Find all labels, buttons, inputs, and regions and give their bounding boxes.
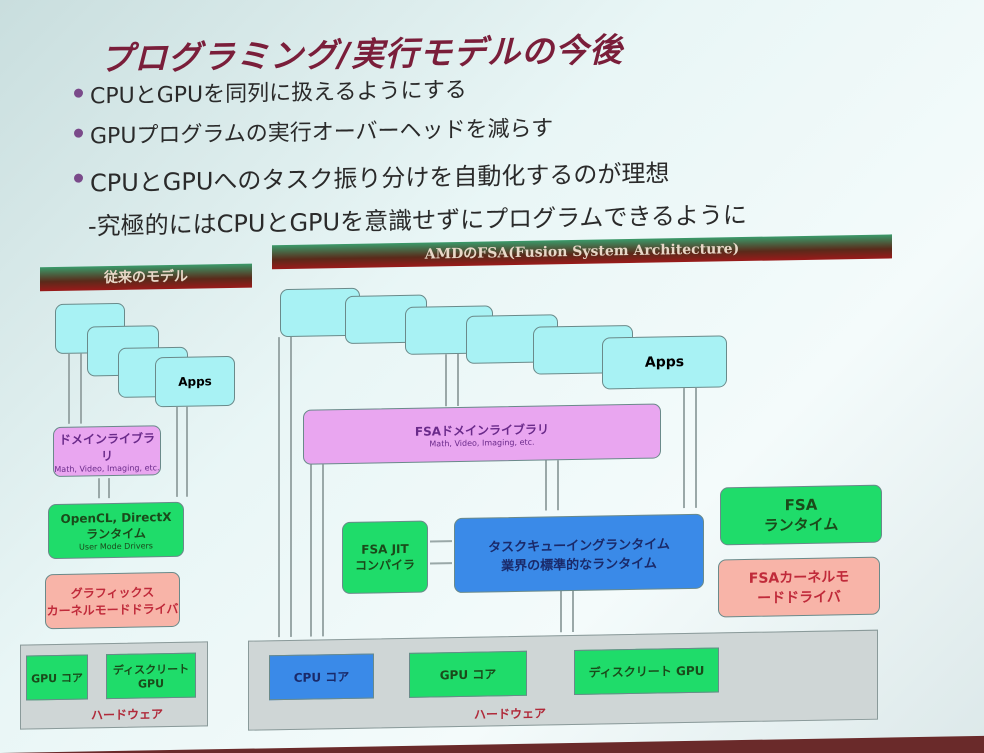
hardware-box: GPU コア ディスクリート GPU ハードウェア (20, 641, 208, 730)
sub-bullet: -究極的にはCPUとGPUを意識せずにプログラムできるように (88, 200, 747, 241)
bullet-dot-icon (74, 173, 83, 183)
arrow-connector (430, 540, 452, 543)
arrow-line (310, 464, 312, 637)
bullet-text: CPUとGPUを同列に扱えるようにする (90, 77, 467, 110)
discrete-gpu-box: ディスクリート GPU (574, 647, 719, 695)
left-header: 従来のモデル (40, 263, 252, 292)
arrow-line (445, 354, 447, 407)
bullet-text: CPUとGPUへのタスク振り分けを自動化するのが理想 (90, 159, 670, 198)
arrow-line (80, 353, 82, 424)
cpu-core-box: CPU コア (269, 653, 374, 701)
arrow-line (683, 388, 685, 509)
label: ランタイム (763, 514, 839, 535)
arrow-line (457, 353, 459, 407)
bullet-text: GPUプログラムの実行オーバーヘッドを減らす (90, 116, 554, 150)
arrow-line (278, 337, 280, 638)
label: FSA (784, 495, 818, 514)
label: Math, Video, Imaging, etc. (54, 462, 160, 474)
driver-box: グラフィックスカーネルモードドライバ (45, 571, 180, 630)
label: Math, Video, Imaging, etc. (429, 437, 535, 449)
label: OpenCL, DirectX (60, 509, 172, 526)
bullet: CPUとGPUを同列に扱えるようにする (74, 72, 467, 111)
fsa-driver-box: FSAカーネルモードドライバ (718, 556, 880, 618)
label: ドメインライブラリ (58, 430, 155, 463)
bullet: CPUとGPUへのタスク振り分けを自動化するのが理想 (74, 153, 670, 198)
arrow-line (68, 353, 70, 424)
arrow-line (322, 464, 324, 637)
apps-box: Apps (602, 335, 727, 390)
arrow-line (186, 406, 188, 497)
bullet-dot-icon (74, 128, 83, 138)
arrow-line (108, 478, 110, 499)
arrow-line (572, 589, 574, 633)
label: FSAカーネルモ (748, 569, 850, 587)
arrow-line (290, 336, 292, 637)
right-header: AMDのFSA(Fusion System Architecture) (272, 234, 892, 270)
arrow-line (695, 387, 697, 508)
discrete-gpu-box: ディスクリート GPU (106, 652, 196, 700)
label: コンパイラ (354, 557, 415, 573)
label: FSA JIT (361, 541, 409, 557)
label: ードドライバ (757, 589, 841, 607)
label: User Mode Drivers (79, 540, 153, 552)
bullet-dot-icon (74, 88, 83, 98)
hardware-label: ハードウェア (91, 707, 164, 723)
label: ランタイム (86, 525, 146, 541)
arrow-line (176, 406, 178, 497)
hardware-box: CPU コア GPU コア ディスクリート GPU ハードウェア (248, 629, 878, 731)
arrow-line (98, 478, 100, 499)
label: カーネルモードドライバ (46, 601, 179, 618)
gpu-core-box: GPU コア (26, 654, 88, 701)
apps-box: Apps (155, 355, 235, 408)
task-queuing-runtime-box: タスクキューイングランタイム業界の標準的なランタイム (454, 513, 704, 594)
arrow-line (557, 460, 559, 511)
arrow-line (560, 590, 562, 633)
arrow-line (545, 460, 547, 511)
label: 業界の標準的なランタイム (501, 556, 657, 574)
gpu-core-box: GPU コア (409, 650, 527, 698)
bullet: GPUプログラムの実行オーバーヘッドを減らす (74, 110, 554, 150)
label: グラフィックス (70, 584, 155, 601)
hardware-label: ハードウェア (474, 706, 547, 722)
slide-title: プログラミング/実行モデルの今後 (100, 30, 624, 79)
arrow-connector (430, 562, 452, 565)
